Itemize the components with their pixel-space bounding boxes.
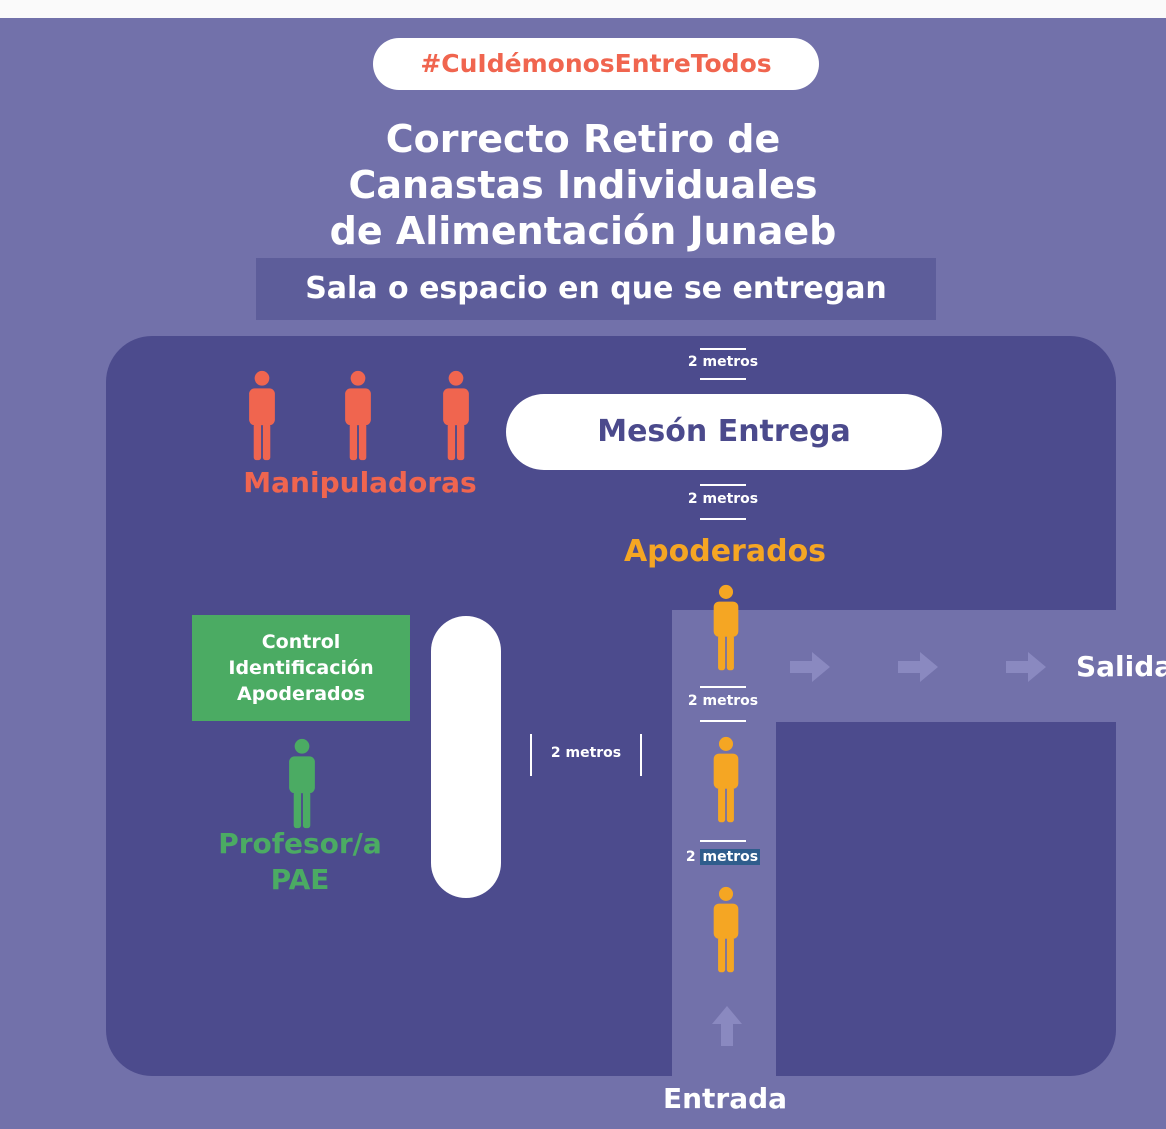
title-line-1: Correcto Retiro de [385, 117, 781, 161]
arrow-right-icon [790, 652, 830, 682]
entrada-label: Entrada [662, 1082, 788, 1115]
separator-pillar [431, 616, 501, 898]
distance-line-q1-2 [700, 720, 746, 722]
infographic-poster: #CuIdémonosEntreTodos Correcto Retiro de… [0, 18, 1166, 1129]
control-line-1: Control [261, 631, 341, 653]
person-icon [338, 370, 378, 462]
person-icon [706, 886, 746, 974]
distance-line-top-2 [700, 378, 746, 380]
person-icon [436, 370, 476, 462]
person-icon [282, 738, 322, 830]
distance-line-top [700, 348, 746, 350]
arrow-right-icon [1006, 652, 1046, 682]
distance-vline-left [530, 734, 532, 776]
profesor-line-2: PAE [270, 863, 330, 896]
manipuladoras-label: Manipuladoras [243, 466, 477, 499]
control-line-2: Identificación [228, 657, 374, 679]
distance-label-mid: 2 metros [687, 491, 759, 507]
distance-label-q1: 2 metros [687, 693, 759, 709]
distance-line-mid-2 [700, 518, 746, 520]
distance-unit-highlight: metros [700, 849, 761, 865]
person-icon [706, 584, 746, 672]
title-line-2: Canastas Individuales [348, 163, 818, 207]
distance-line-mid [700, 484, 746, 486]
arrow-right-icon [898, 652, 938, 682]
control-identificacion-box: Control Identificación Apoderados [192, 615, 410, 721]
profesor-label: Profesor/a PAE [200, 826, 400, 898]
distance-vline-right [640, 734, 642, 776]
meson-entrega: Mesón Entrega [506, 394, 942, 470]
apoderados-label: Apoderados [623, 534, 827, 569]
salida-label: Salida [1076, 650, 1166, 683]
person-icon [242, 370, 282, 462]
distance-label-q2: 2 metros [660, 849, 786, 865]
main-title: Correcto Retiro de Canastas Individuales… [250, 116, 916, 254]
arrow-up-icon [712, 1006, 742, 1046]
control-line-3: Apoderados [237, 683, 365, 705]
subtitle-banner: Sala o espacio en que se entregan [256, 258, 936, 320]
profesor-line-1: Profesor/a [218, 827, 382, 860]
room-block-bottom-right [776, 722, 1090, 1022]
distance-label-top: 2 metros [687, 354, 759, 370]
person-icon [706, 736, 746, 824]
distance-prefix: 2 [685, 849, 696, 865]
title-line-3: de Alimentación Junaeb [329, 209, 837, 253]
hashtag-badge: #CuIdémonosEntreTodos [373, 38, 819, 90]
distance-label-side: 2 metros [550, 745, 622, 761]
distance-line-q1 [700, 686, 746, 688]
distance-line-q2 [700, 840, 746, 842]
